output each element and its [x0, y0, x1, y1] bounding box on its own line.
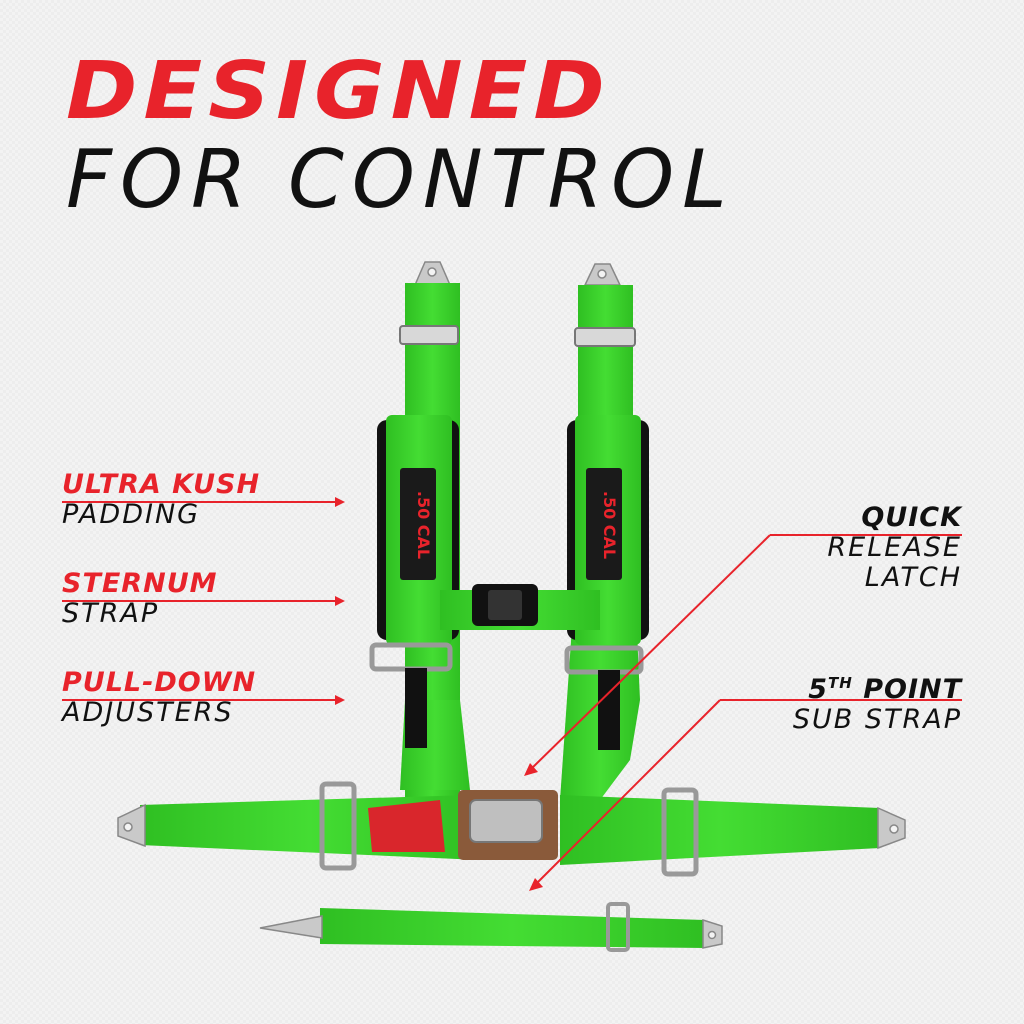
left-lap-adjuster — [319, 781, 357, 871]
right-top-adjuster — [574, 327, 636, 347]
left-pull-tab — [405, 668, 427, 748]
left-top-adjuster — [399, 325, 459, 345]
substrap-ordinal: TH — [828, 674, 853, 692]
sub-strap-adjuster — [606, 902, 630, 952]
callout-adjusters-subtitle: ADJUSTERS — [62, 697, 234, 728]
right-padding: .50 CAL — [567, 415, 649, 645]
latch-pull-tab — [368, 800, 445, 852]
latch-buckle — [469, 799, 543, 843]
sub-strap-tongue — [259, 915, 323, 939]
callout-substrap-title: 5TH POINT — [793, 668, 962, 705]
callout-sternum: STERNUM STRAP — [62, 569, 218, 629]
callout-padding-subtitle: PADDING — [62, 499, 201, 530]
callout-latch-subtitle1: RELEASE — [827, 532, 962, 563]
sub-strap-anchor — [702, 918, 723, 949]
callout-latch: QUICK RELEASE LATCH — [827, 503, 962, 593]
callout-substrap: 5TH POINT SUB STRAP — [793, 668, 962, 735]
sub-strap — [320, 908, 705, 948]
callout-adjusters: PULL-DOWN ADJUSTERS — [62, 668, 256, 728]
right-lap-adjuster — [661, 787, 699, 877]
headline-for-control: FOR CONTROL — [66, 133, 735, 226]
lap-belt-right — [560, 795, 880, 865]
callout-sternum-subtitle: STRAP — [62, 598, 160, 629]
callout-padding-title: ULTRA KUSH — [62, 469, 261, 500]
pointer-substrap — [534, 699, 721, 886]
left-lap-anchor — [117, 803, 146, 848]
callout-substrap-subtitle: SUB STRAP — [792, 704, 962, 735]
headline-designed: DESIGNED — [66, 45, 611, 138]
left-pad-logo: .50 CAL — [414, 491, 433, 559]
pointer-latch — [529, 534, 771, 771]
sternum-clip — [472, 584, 538, 626]
right-pad-logo: .50 CAL — [600, 491, 619, 559]
callout-padding: ULTRA KUSH PADDING — [62, 470, 260, 530]
substrap-title-rest: POINT — [852, 674, 962, 705]
callout-latch-subtitle2: LATCH — [864, 562, 962, 593]
callout-sternum-title: STERNUM — [62, 568, 218, 599]
right-top-anchor — [583, 263, 622, 286]
callout-adjusters-title: PULL-DOWN — [62, 667, 257, 698]
substrap-number: 5 — [808, 674, 828, 705]
right-lap-anchor — [877, 806, 906, 850]
left-padding: .50 CAL — [377, 415, 459, 645]
left-top-anchor — [413, 261, 452, 286]
callout-latch-title: QUICK — [861, 502, 962, 533]
right-pull-tab — [598, 670, 620, 750]
